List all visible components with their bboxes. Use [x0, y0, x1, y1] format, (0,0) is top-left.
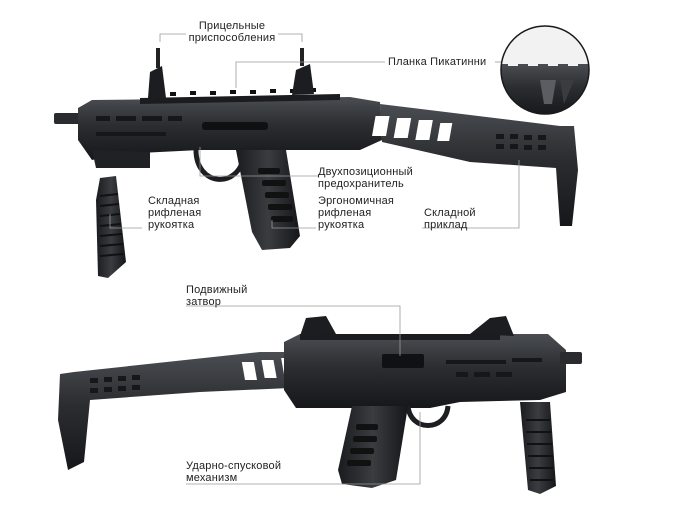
- top-front-sight: [148, 66, 166, 98]
- bottom-barrel: [560, 352, 582, 364]
- top-front-grip-mount: [92, 150, 150, 168]
- top-weapon: [54, 48, 578, 278]
- bottom-trigger-guard: [405, 405, 451, 428]
- top-picatinny-rail: [140, 94, 340, 104]
- magnifier-circle-icon: [500, 25, 590, 115]
- bottom-rear-sight: [300, 316, 336, 336]
- bottom-front-sight: [470, 316, 514, 336]
- bottom-pistol-grip: [338, 406, 408, 488]
- top-barrel: [54, 113, 80, 124]
- bottom-receiver: [284, 334, 566, 408]
- bottom-front-grip: [520, 402, 556, 494]
- top-rear-sight: [292, 64, 314, 95]
- label-front-grip: Складная рифленая рукоятка: [148, 195, 202, 231]
- label-safety: Двухпозиционный предохранитель: [318, 166, 413, 190]
- leader-lines: [109, 33, 520, 485]
- top-trigger-guard: [193, 149, 247, 182]
- label-bolt: Подвижный затвор: [186, 284, 248, 308]
- bottom-folding-stock: [58, 352, 290, 470]
- label-stock: Складной приклад: [424, 207, 476, 231]
- bottom-weapon: [58, 316, 582, 494]
- label-picatinny: Планка Пикатинни: [388, 56, 487, 68]
- top-front-grip: [96, 176, 126, 278]
- label-sights: Прицельные приспособления: [188, 20, 276, 44]
- label-trigger: Ударно-спусковой механизм: [186, 460, 282, 484]
- top-pistol-grip: [236, 150, 300, 250]
- bottom-bolt: [382, 354, 424, 368]
- label-pistol-grip: Эргономичная рифленая рукоятка: [318, 195, 395, 231]
